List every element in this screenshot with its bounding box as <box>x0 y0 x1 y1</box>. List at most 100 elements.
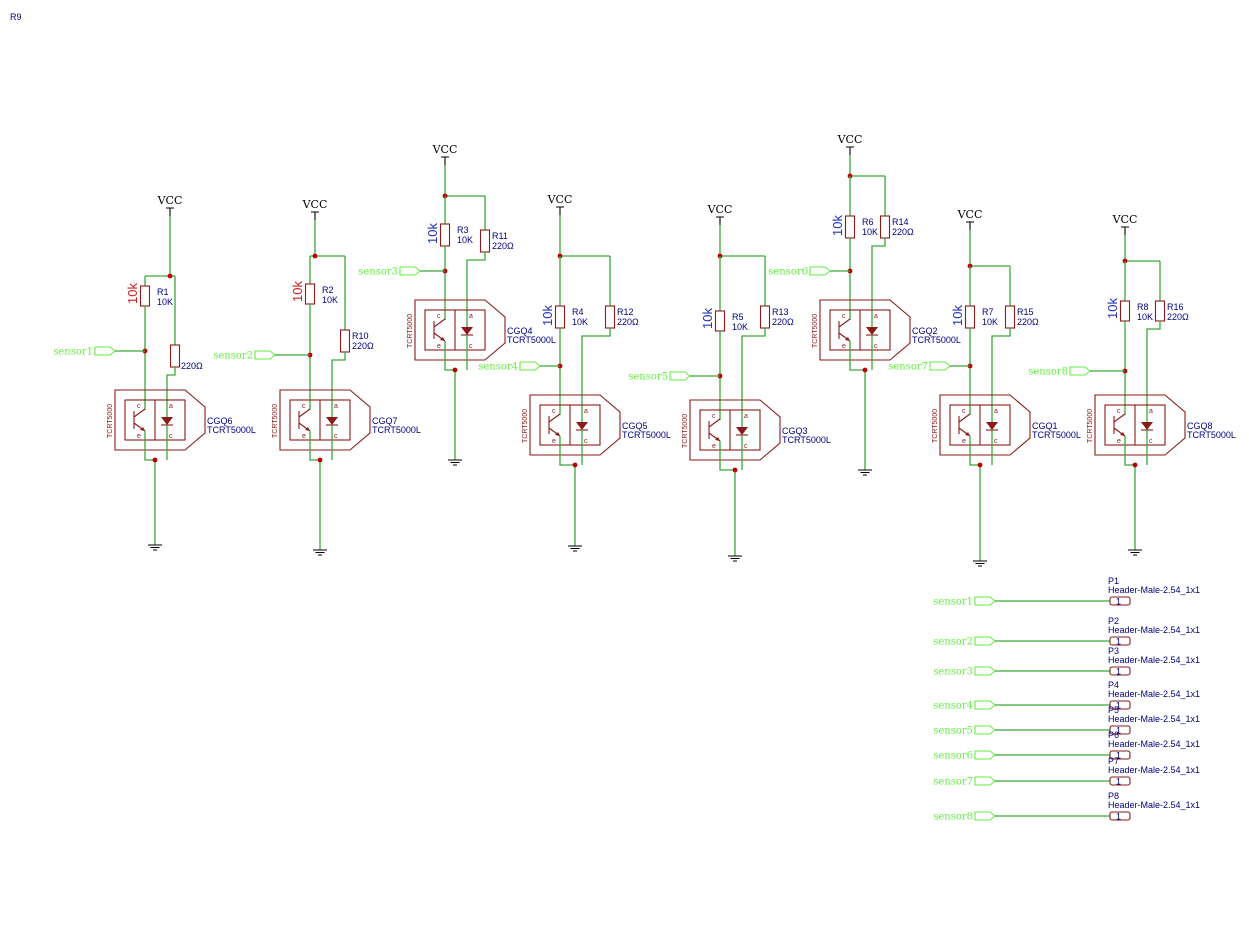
header-pin-number: 1 <box>1116 637 1121 647</box>
pullup-value-label: 10K <box>457 235 473 245</box>
vcc-symbol <box>716 216 724 225</box>
emitter-arrow <box>140 427 145 431</box>
net-label-flag <box>974 750 996 760</box>
pullup-value-label: 10K <box>982 317 998 327</box>
optocoupler-package <box>279 389 371 451</box>
pullup-value-label: 10K <box>157 297 173 307</box>
pullup-mark-label: 10k <box>125 283 140 304</box>
vcc-label: VCC <box>302 198 328 211</box>
junction-dot <box>862 367 868 373</box>
pin-e-label: e <box>962 438 966 445</box>
optocoupler-package <box>414 299 506 361</box>
header-pin-number: 1 <box>1116 812 1121 822</box>
wire <box>991 328 1011 422</box>
opto-ref-label: CGQ5 <box>622 421 648 431</box>
pin-e-label: e <box>712 443 716 450</box>
header-pin-body <box>1109 636 1131 646</box>
wire <box>581 328 611 422</box>
pullup-ref-label: R2 <box>322 285 334 295</box>
ground-symbol <box>1128 549 1142 556</box>
pin-k-label: c <box>1149 438 1153 445</box>
opto-package-label: TCRT5000 <box>522 409 529 443</box>
header-pin-body <box>1109 666 1131 676</box>
vcc-symbol <box>966 221 974 230</box>
pullup-ref-label: R4 <box>572 307 584 317</box>
led-resistor-ref-label: R14 <box>892 217 909 227</box>
wire <box>331 352 346 417</box>
pin-c-label: c <box>137 403 141 410</box>
junction-dot <box>1132 462 1138 468</box>
vcc-symbol <box>556 206 564 215</box>
pin-e-label: e <box>552 438 556 445</box>
resistor-body <box>844 215 856 239</box>
resistor-body <box>139 285 151 307</box>
pin-k-label: c <box>334 433 338 440</box>
junction-dot <box>977 462 983 468</box>
net-label-flag <box>94 346 116 356</box>
header-ref-label: P5 <box>1108 705 1119 715</box>
pin-k-label: c <box>994 438 998 445</box>
header-pin-body <box>1109 596 1131 606</box>
emitter-arrow <box>715 437 720 441</box>
net-label-text: sensor6 <box>768 267 808 278</box>
vcc-label: VCC <box>1112 213 1138 226</box>
pullup-value-label: 10K <box>572 317 588 327</box>
opto-ref-label: CGQ1 <box>1032 421 1058 431</box>
resistor-body <box>479 229 491 253</box>
optocoupler-package <box>939 394 1031 456</box>
header-pin-body <box>1109 776 1131 786</box>
pin-c-label: c <box>437 313 441 320</box>
opto-part-label: TCRT5000L <box>207 425 256 435</box>
pullup-ref-label: R6 <box>862 217 874 227</box>
pullup-ref-label: R3 <box>457 225 469 235</box>
header-pin-body <box>1109 700 1131 710</box>
led-resistor-value-label: 220Ω <box>492 241 514 251</box>
opto-part-label: TCRT5000L <box>912 335 961 345</box>
ir-led <box>161 417 173 425</box>
net-label-flag <box>974 636 996 646</box>
pullup-mark-label: 10k <box>950 305 965 326</box>
pin-e-label: e <box>137 433 141 440</box>
vcc-symbol <box>311 211 319 220</box>
opto-package-label: TCRT5000 <box>407 314 414 348</box>
net-label-text: sensor6 <box>933 751 973 762</box>
net-label-text: sensor5 <box>628 372 668 383</box>
junction-dot <box>317 457 323 463</box>
ir-led <box>986 422 998 430</box>
pin-c-label: c <box>302 403 306 410</box>
vcc-symbol <box>166 207 174 216</box>
wire <box>1146 321 1161 422</box>
header-pin-number: 1 <box>1116 751 1121 761</box>
opto-package-label: TCRT5000 <box>812 314 819 348</box>
header-pin-number: 1 <box>1116 726 1121 736</box>
emitter-arrow <box>1120 432 1125 436</box>
junction-dot <box>152 457 158 463</box>
pullup-value-label: 10K <box>862 227 878 237</box>
pin-a-label: a <box>584 408 588 415</box>
pullup-ref-label: R8 <box>1137 302 1149 312</box>
opto-package-label: TCRT5000 <box>682 414 689 448</box>
pullup-mark-label: 10k <box>425 223 440 244</box>
pin-a-label: a <box>169 403 173 410</box>
opto-ref-label: CGQ2 <box>912 326 938 336</box>
resistor-body <box>169 344 181 368</box>
led-resistor-value-label: 220Ω <box>1017 317 1039 327</box>
net-label-text: sensor4 <box>933 701 973 712</box>
net-label-text: sensor7 <box>888 362 928 373</box>
pin-e-label: e <box>1117 438 1121 445</box>
header-part-label: Header-Male-2.54_1x1 <box>1108 800 1200 810</box>
wire <box>849 341 865 371</box>
resistor-body <box>604 305 616 329</box>
net-label-flag <box>929 361 951 371</box>
header-part-label: Header-Male-2.54_1x1 <box>1108 739 1200 749</box>
header-pin-number: 1 <box>1116 777 1121 787</box>
